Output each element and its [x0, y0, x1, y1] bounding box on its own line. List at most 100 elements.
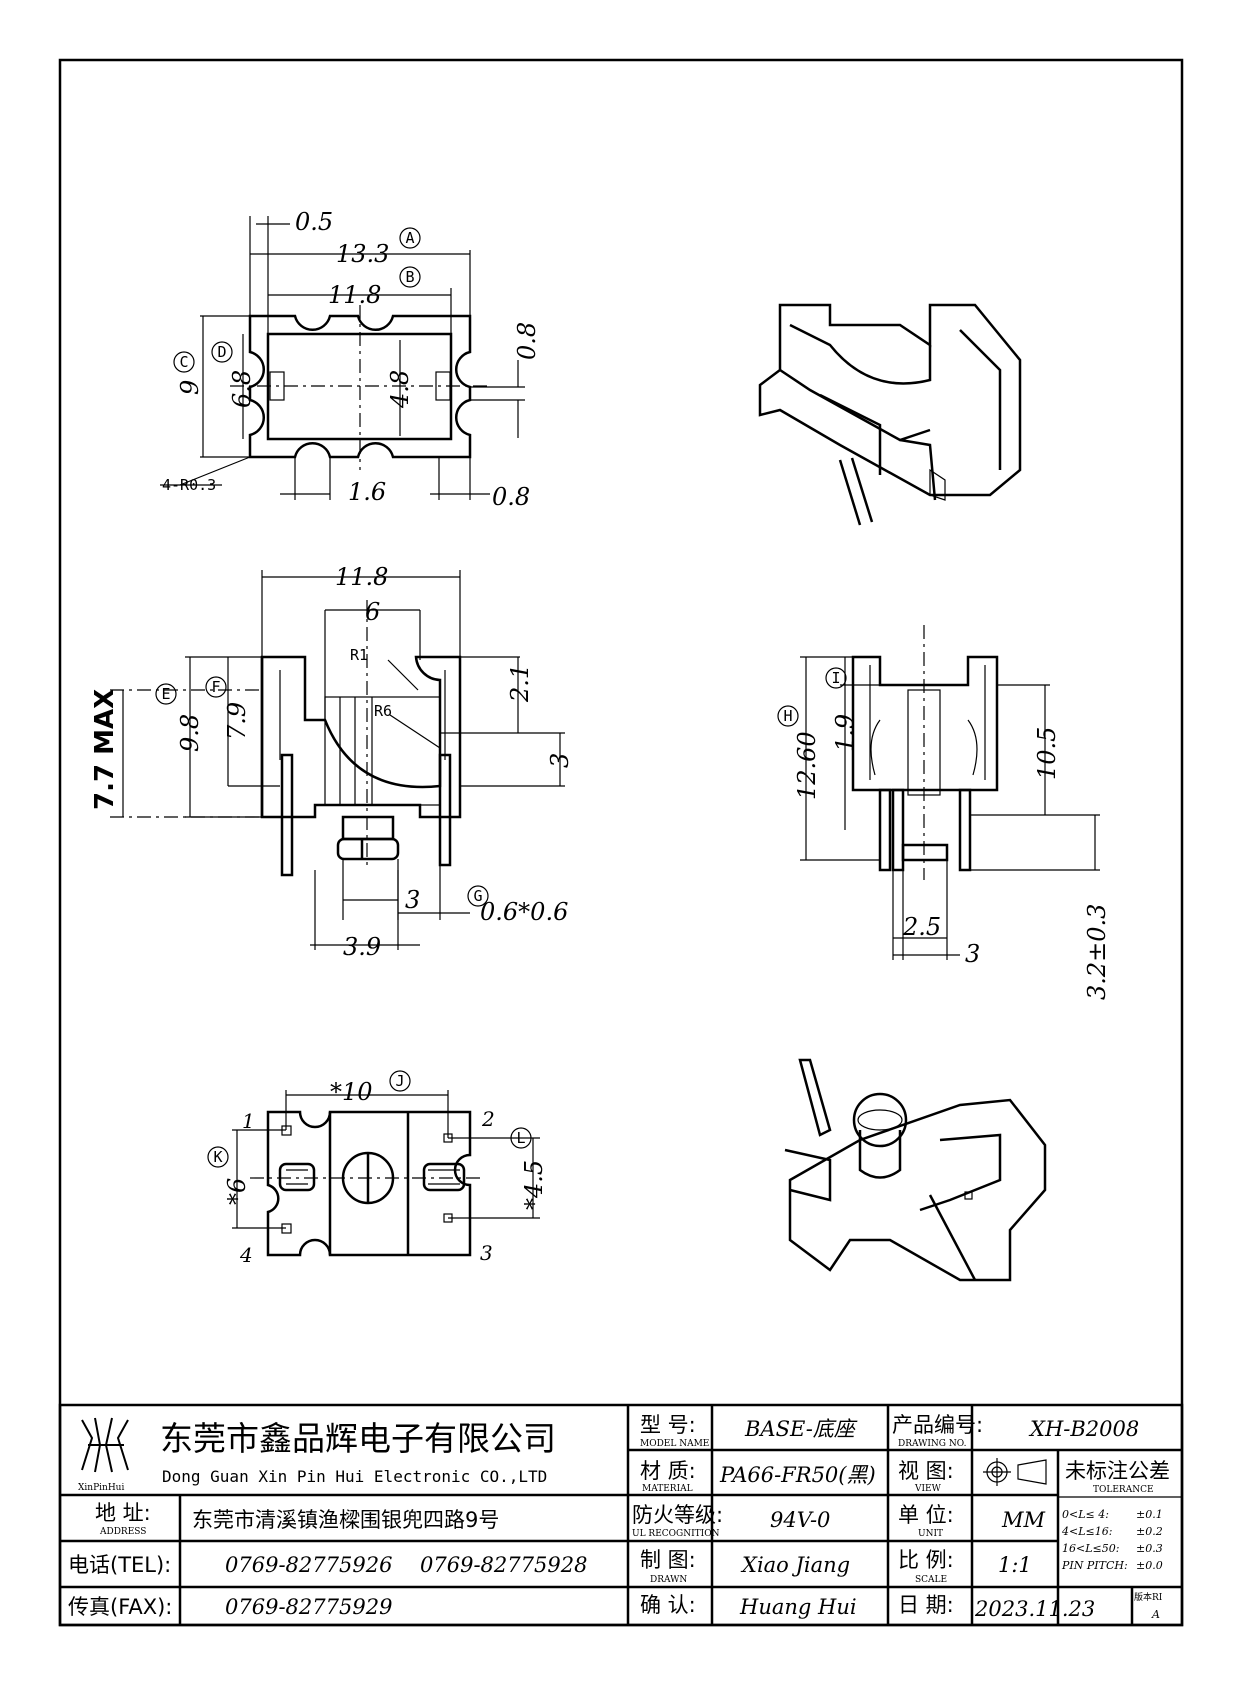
balloon-l-label: L [516, 1129, 525, 1147]
title-block: XinPinHui 东莞市鑫品辉电子有限公司 Dong Guan Xin Pin… [58, 1403, 1184, 1627]
balloon-k-label: K [213, 1148, 222, 1166]
side-view: 12.60 1.9 10.5 2.5 3 3.2±0.3 H I [777, 625, 1111, 1000]
dim-6-8: 6.8 [228, 370, 256, 408]
radius-r1: R1 [350, 646, 368, 664]
balloon-f-label: F [211, 678, 220, 696]
balloon-h-label: H [783, 707, 792, 725]
balloon-a-label: A [405, 229, 414, 247]
balloon-e [155, 683, 177, 705]
ul-label-en: UL RECOGNITION [632, 1529, 720, 1539]
model-label-en: MODEL NAME [640, 1439, 709, 1449]
balloon-c [173, 351, 195, 373]
dim-7-9: 7.9 [223, 702, 251, 740]
radius-r6: R6 [374, 702, 392, 720]
balloon-d [211, 341, 233, 363]
drawn-value: Xiao Jiang [740, 1553, 850, 1577]
dim-front-6: 6 [365, 598, 380, 626]
balloon-g [467, 885, 489, 907]
version-label: 版本RI [1134, 1591, 1163, 1603]
ul-value: 94V-0 [770, 1508, 830, 1532]
model-value: BASE-底座 [744, 1417, 858, 1441]
drawing-no-label: 产品编号: [892, 1413, 983, 1437]
tol-row-4-range: PIN PITCH: [1061, 1559, 1128, 1572]
balloon-f [205, 676, 227, 698]
radius-note: 4-R0.3 [162, 476, 216, 494]
dim-10-5: 10.5 [1033, 727, 1061, 780]
balloon-i-label: I [831, 669, 840, 687]
check-value: Huang Hui [739, 1595, 857, 1619]
tel-value-2: 0769-82775928 [420, 1553, 587, 1577]
dim-pitch-4-5: *4.5 [520, 1160, 548, 1210]
dim-0-5: 0.5 [295, 208, 333, 236]
dim-front-11-8: 11.8 [335, 563, 388, 591]
company-name-cn: 东莞市鑫品辉电子有限公司 [160, 1419, 556, 1458]
tol-row-1-range: 0<L≤ 4: [1062, 1508, 1109, 1521]
view-label: 视 图: [898, 1459, 954, 1483]
dim-1-9: 1.9 [831, 714, 859, 752]
dim-pitch-6: *6 [223, 1178, 251, 1205]
pin-4-label: 4 [239, 1243, 253, 1267]
projection-symbol-icon [983, 1458, 1047, 1486]
dim-0-6x0-6: 0.6*0.6 [480, 898, 568, 926]
dim-13-3: 13.3 [336, 240, 389, 268]
balloon-c-label: C [179, 353, 188, 371]
material-label: 材 质: [640, 1459, 696, 1483]
balloon-i [825, 667, 847, 689]
fax-label: 传真(FAX): [68, 1595, 172, 1619]
date-value: 2023.11.23 [974, 1597, 1095, 1621]
dim-pitch-10: *10 [330, 1078, 373, 1106]
dim-3-9: 3.9 [343, 933, 381, 961]
balloon-d-label: D [217, 343, 226, 361]
address-label-en: ADDRESS [99, 1527, 146, 1537]
scale-label-en: SCALE [915, 1575, 947, 1585]
drawn-label: 制 图: [640, 1548, 696, 1572]
material-label-en: MATERIAL [642, 1484, 693, 1494]
material-value: PA66-FR50(黑) [719, 1463, 876, 1487]
date-label: 日 期: [898, 1593, 954, 1617]
scale-label: 比 例: [898, 1548, 954, 1572]
dim-12-60: 12.60 [793, 731, 821, 800]
unit-value: MM [1001, 1508, 1046, 1532]
isometric-view-top [758, 303, 1022, 526]
tolerance-label-en: TOLERANCE [1093, 1485, 1154, 1495]
balloon-a [399, 227, 421, 249]
scale-value: 1:1 [998, 1553, 1032, 1577]
dim-0-8-bottom: 0.8 [492, 483, 530, 511]
dim-0-8-right: 0.8 [513, 322, 541, 360]
unit-label: 单 位: [898, 1503, 954, 1527]
tel-label: 电话(TEL): [68, 1553, 171, 1577]
dim-9: 9 [176, 380, 204, 395]
drawn-label-en: DRAWN [650, 1575, 687, 1585]
top-view: 0.5 13.3 11.8 9 6.8 4.8 0.8 1.6 0.8 4-R0… [160, 208, 541, 511]
tol-row-2-range: 4<L≤16: [1061, 1525, 1112, 1538]
dim-3-pin-spacing: 3 [405, 886, 420, 914]
tel-value-1: 0769-82775926 [225, 1553, 392, 1577]
balloon-k [207, 1146, 229, 1168]
balloon-l [510, 1127, 532, 1149]
pin-3-label: 3 [480, 1241, 493, 1265]
bottom-view: *10 *6 *4.5 1 2 3 4 J K L [207, 1070, 548, 1267]
tol-row-4-value: ±0.0 [1136, 1559, 1163, 1572]
dim-3-2: 3.2±0.3 [1083, 904, 1111, 1000]
view-label-en: VIEW [914, 1484, 942, 1494]
balloon-b-label: B [405, 268, 414, 286]
drawing-no-label-en: DRAWING NO. [898, 1439, 967, 1449]
balloon-h [777, 705, 799, 727]
balloon-e-label: E [161, 685, 170, 703]
company-name-en: Dong Guan Xin Pin Hui Electronic CO.,LTD [162, 1467, 547, 1486]
check-label: 确 认: [640, 1593, 696, 1617]
version-value: A [1151, 1608, 1160, 1621]
dim-7-7-max: 7.7 MAX [90, 689, 120, 810]
pin-1-label: 1 [242, 1109, 255, 1133]
company-logo: XinPinHui [78, 1417, 129, 1493]
balloon-g-label: G [473, 887, 482, 905]
tolerance-label: 未标注公差 [1065, 1459, 1170, 1483]
logo-text: XinPinHui [78, 1483, 124, 1493]
drawing-no-value: XH-B2008 [1028, 1417, 1139, 1441]
top-view-outline [248, 314, 472, 459]
tol-row-1-value: ±0.1 [1136, 1508, 1163, 1521]
sheet-border [58, 58, 1184, 1627]
dim-4-8: 4.8 [386, 370, 414, 409]
dim-3-vertical: 3 [546, 753, 574, 768]
